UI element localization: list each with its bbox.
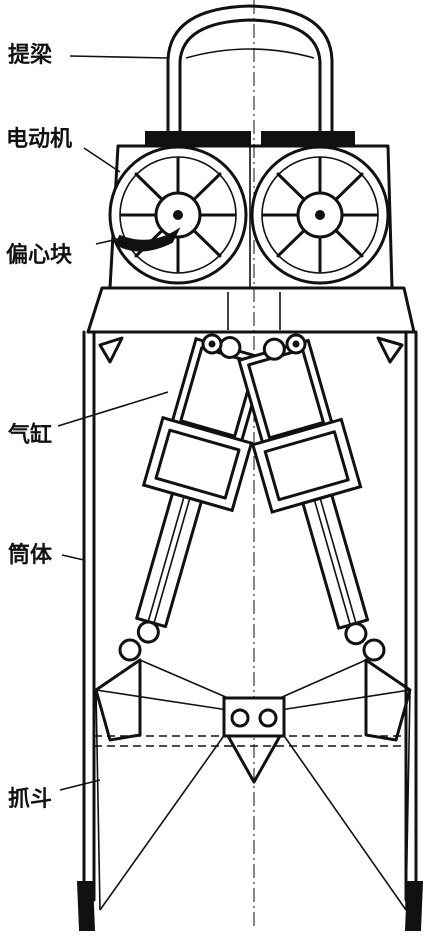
motor-right bbox=[250, 145, 390, 285]
label-barrel: 筒体 bbox=[8, 542, 53, 568]
grab-bucket bbox=[76, 658, 424, 931]
side-brackets bbox=[98, 336, 404, 364]
pivot-icon bbox=[201, 333, 307, 355]
lifting-beam bbox=[166, 4, 334, 142]
jaw-pivots bbox=[118, 638, 386, 662]
eccentric-block-icon bbox=[114, 227, 181, 252]
leader-lines bbox=[57, 55, 169, 791]
label-motor: 电动机 bbox=[6, 127, 72, 152]
label-grab-bucket: 抓斗 bbox=[8, 786, 52, 812]
motor-left bbox=[108, 145, 248, 285]
label-cylinder: 气缸 bbox=[7, 422, 52, 448]
cylinder-right bbox=[237, 337, 370, 646]
label-lifting-beam: 提梁 bbox=[8, 42, 52, 68]
label-eccentric-block: 偏心块 bbox=[6, 242, 73, 268]
top-flange bbox=[86, 286, 416, 334]
barrel bbox=[82, 330, 418, 922]
